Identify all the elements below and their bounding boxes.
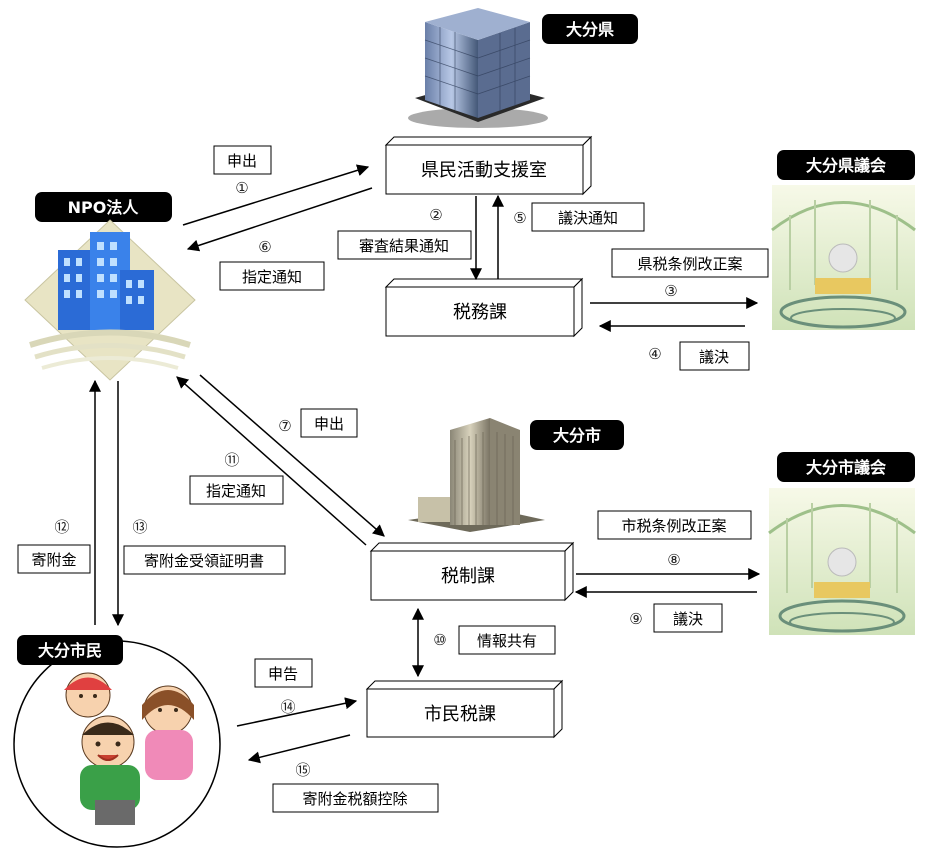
step-6: ⑥	[258, 238, 271, 256]
label-box-8	[597, 510, 752, 540]
step-2: ②	[429, 206, 442, 224]
label-4: 議決	[699, 348, 729, 366]
arrows	[89, 164, 761, 764]
label-6: 指定通知	[242, 268, 302, 286]
step-15: ⑮	[295, 761, 310, 779]
label-box-9	[653, 603, 723, 633]
label-box-6	[219, 261, 325, 291]
label-15: 寄附金税額控除	[302, 790, 407, 808]
npo-tag	[35, 192, 172, 222]
label-box-2	[337, 230, 472, 260]
step-5: ⑤	[513, 209, 526, 227]
city-hall-building-icon	[408, 418, 545, 532]
step-12: ⑫	[54, 518, 69, 536]
step-1: ①	[235, 179, 248, 197]
label-box-10	[458, 625, 556, 655]
label-11: 指定通知	[206, 482, 266, 500]
label-box-12	[17, 544, 91, 574]
family-illustration-icon	[64, 672, 194, 825]
label-9: 議決	[673, 610, 703, 628]
step-9: ⑨	[629, 610, 642, 628]
arrow-15	[247, 734, 351, 764]
pref-tag	[542, 14, 638, 44]
step-7: ⑦	[278, 417, 291, 435]
arrow-11	[176, 376, 367, 546]
pref-assembly-tag-label: 大分県議会	[806, 156, 886, 175]
label-10: 情報共有	[477, 632, 537, 650]
label-8: 市税条例改正案	[621, 517, 726, 535]
step-10: ⑩	[433, 631, 446, 649]
label-7: 申出	[314, 415, 344, 433]
pref-assembly-hall-icon	[771, 185, 916, 330]
pref-tag-label: 大分県	[566, 20, 614, 39]
label-1: 申出	[227, 152, 257, 170]
label-2: 審査結果通知	[359, 237, 449, 255]
zeimu-box	[384, 277, 584, 338]
label-box-13	[123, 545, 286, 575]
arrow-1	[182, 164, 370, 226]
citizen-tag	[17, 635, 123, 665]
label-3: 県税条例改正案	[637, 255, 742, 273]
city-assembly-tag-label: 大分市議会	[806, 458, 886, 477]
citizen-tag-label: 大分市民	[38, 641, 102, 660]
kenmin-box	[384, 135, 593, 196]
label-12: 寄附金	[31, 551, 76, 569]
label-box-5	[531, 202, 645, 232]
shimin-box	[365, 679, 564, 739]
label-13: 寄附金受領証明書	[144, 552, 264, 570]
step-11: ⑪	[224, 451, 239, 469]
label-5: 議決通知	[558, 209, 618, 227]
city-assembly-tag	[777, 452, 915, 482]
step-8: ⑧	[667, 551, 680, 569]
shimin-box-label: 市民税課	[424, 704, 496, 725]
arrow-7	[199, 374, 385, 537]
npo-tag-label: NPO法人	[68, 198, 140, 217]
label-box-11	[189, 475, 284, 505]
step-13: ⑬	[132, 518, 147, 536]
step-14: ⑭	[280, 698, 295, 716]
label-box-4	[679, 341, 750, 371]
city-tag-label: 大分市	[553, 426, 601, 445]
zeisei-box	[369, 541, 575, 602]
pref-assembly-tag	[777, 150, 915, 180]
prefecture-building-icon	[408, 8, 548, 128]
city-tag	[530, 420, 624, 450]
label-box-1	[213, 145, 272, 175]
label-box-3	[611, 248, 769, 278]
zeisei-box-label: 税制課	[441, 566, 495, 587]
npo-building-icon	[24, 219, 196, 381]
arrow-6	[186, 187, 373, 252]
label-box-14	[254, 658, 313, 688]
label-box-15	[272, 783, 439, 813]
arrow-14	[236, 697, 358, 727]
label-box-7	[300, 408, 358, 438]
zeimu-box-label: 税務課	[453, 302, 507, 323]
kenmin-box-label: 県民活動支援室	[421, 160, 547, 181]
step-3: ③	[664, 282, 677, 300]
step-4: ④	[648, 345, 661, 363]
label-14: 申告	[268, 665, 298, 683]
city-assembly-hall-icon	[768, 488, 916, 635]
